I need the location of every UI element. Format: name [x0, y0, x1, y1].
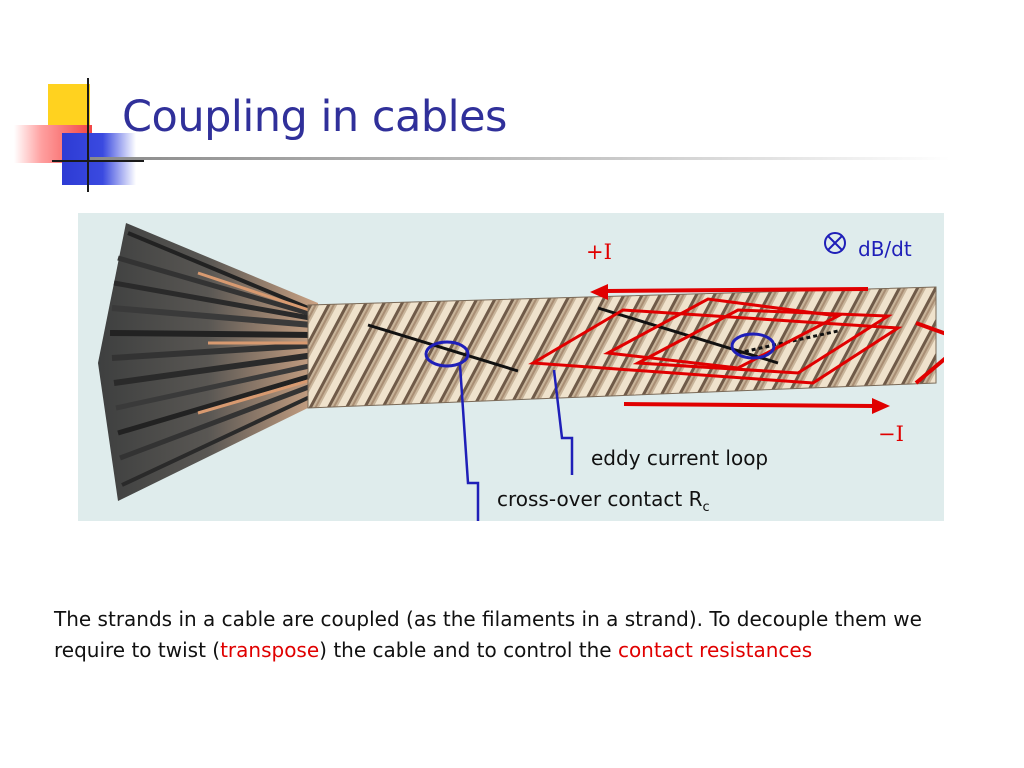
body-paragraph: The strands in a cable are coupled (as t…	[54, 604, 954, 666]
body-text-part1: The strands in a cable are coupled (as t…	[54, 607, 922, 662]
cable-illustration	[98, 223, 944, 521]
current-in-arrow	[605, 287, 869, 293]
eddy-leader-line	[552, 369, 574, 475]
crossover-leader-line	[458, 364, 480, 521]
label-plus-current: +I	[586, 240, 612, 264]
label-crossover-text: cross-over contact R	[497, 487, 703, 511]
strand-fan	[98, 223, 319, 501]
cable-figure: +I dB/dt −I eddy current loop cross-over…	[78, 213, 944, 521]
highlight-transpose: transpose	[220, 638, 320, 662]
slide-title: Coupling in cables	[122, 92, 507, 142]
eddy-contact-circle	[730, 332, 776, 360]
eddy-loop	[528, 297, 903, 385]
body-text-part2: ) the cable and to control the	[319, 638, 618, 662]
current-return-arrow	[914, 321, 944, 385]
highlight-contact-resistances: contact resistances	[617, 638, 813, 662]
crossover-contact-circle	[424, 340, 470, 368]
current-in-arrowhead	[590, 284, 608, 300]
label-crossover-subscript: c	[702, 500, 710, 515]
field-direction-icon	[824, 232, 846, 254]
label-field-rate: dB/dt	[858, 237, 912, 261]
decor-horizontal-line	[52, 160, 144, 162]
current-out-arrowhead	[872, 398, 890, 414]
decor-vertical-line	[87, 78, 89, 192]
label-eddy-current-loop: eddy current loop	[591, 446, 769, 470]
label-crossover-contact: cross-over contact Rc	[497, 487, 710, 515]
title-underline	[90, 157, 950, 160]
label-minus-current: −I	[878, 422, 904, 446]
current-out-arrow	[623, 402, 875, 408]
cable-body	[307, 286, 937, 409]
